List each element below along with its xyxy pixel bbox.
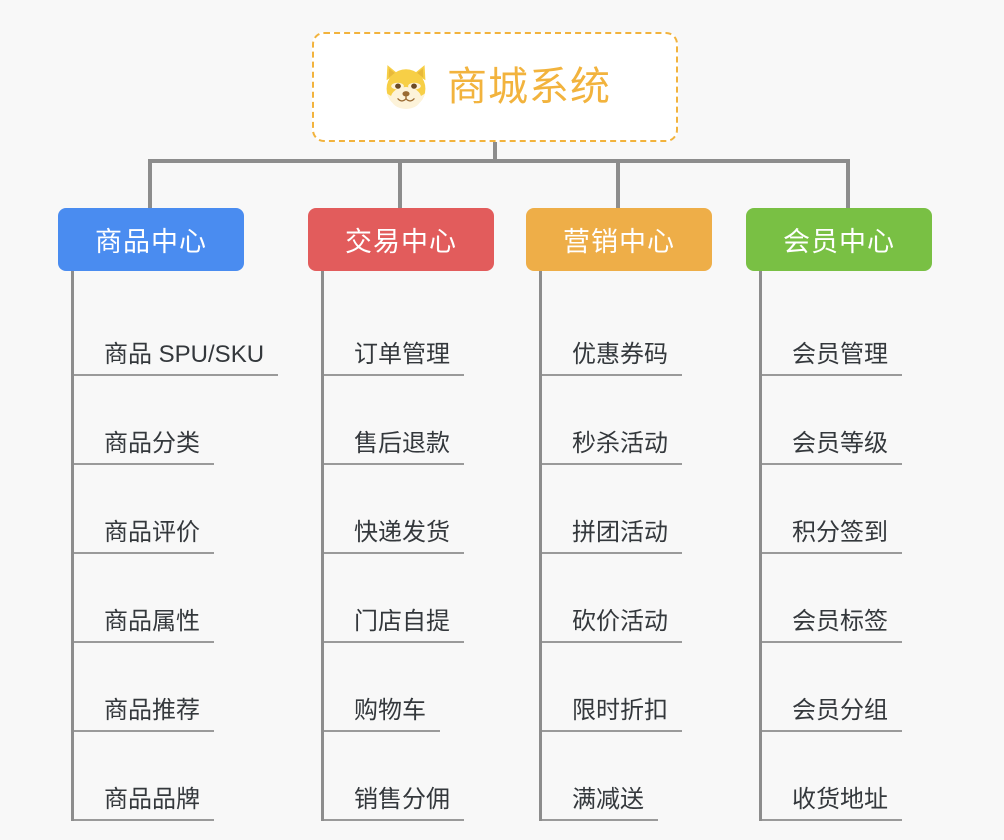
list-item[interactable]: 商品推荐 [74,643,244,732]
list-item-label: 积分签到 [762,519,902,554]
list-item-label: 会员等级 [762,430,902,465]
connector-drop-marketing-center [616,159,620,208]
connector-drop-product-center [148,159,152,208]
branch-header-member-center[interactable]: 会员中心 [746,208,932,271]
branch-header-label: 会员中心 [783,227,895,257]
list-item-label: 快递发货 [324,519,464,554]
branch-trade-center: 交易中心 订单管理 售后退款 快递发货 门店自提 购物车 销售分佣 [308,208,494,821]
list-item-label: 限时折扣 [542,697,682,732]
list-item-label: 门店自提 [324,608,464,643]
list-item-label: 商品属性 [74,608,214,643]
root-node-card[interactable]: 商城系统 [312,32,678,142]
list-item-label: 会员分组 [762,697,902,732]
list-item-label: 秒杀活动 [542,430,682,465]
list-item[interactable]: 砍价活动 [542,554,712,643]
branch-header-label: 商品中心 [95,227,207,257]
list-item-label: 销售分佣 [324,786,464,821]
list-item[interactable]: 会员等级 [762,376,932,465]
branch-header-product-center[interactable]: 商品中心 [58,208,244,271]
list-item-label: 商品推荐 [74,697,214,732]
list-item[interactable]: 商品分类 [74,376,244,465]
connector-horizontal-bus [148,159,850,163]
branch-header-label: 营销中心 [563,227,675,257]
list-item[interactable]: 快递发货 [324,465,494,554]
list-item-label: 会员管理 [762,341,902,376]
list-item[interactable]: 售后退款 [324,376,494,465]
branch-header-trade-center[interactable]: 交易中心 [308,208,494,271]
list-item[interactable]: 满减送 [542,732,712,821]
connector-drop-member-center [846,159,850,208]
list-item-label: 售后退款 [324,430,464,465]
connector-root-stem [493,142,497,163]
branch-items-product-center: 商品 SPU/SKU 商品分类 商品评价 商品属性 商品推荐 商品品牌 [71,271,279,821]
list-item[interactable]: 商品属性 [74,554,244,643]
branch-member-center: 会员中心 会员管理 会员等级 积分签到 会员标签 会员分组 收货地址 [746,208,932,821]
list-item[interactable]: 限时折扣 [542,643,712,732]
list-item-label: 拼团活动 [542,519,682,554]
list-item[interactable]: 商品 SPU/SKU [74,287,279,376]
list-item[interactable]: 会员管理 [762,287,932,376]
list-item[interactable]: 销售分佣 [324,732,494,821]
list-item-label: 商品分类 [74,430,214,465]
shiba-dog-face-icon [386,65,426,109]
branch-marketing-center: 营销中心 优惠券码 秒杀活动 拼团活动 砍价活动 限时折扣 满减送 [526,208,712,821]
list-item[interactable]: 门店自提 [324,554,494,643]
list-item-label: 商品品牌 [74,786,214,821]
list-item-label: 砍价活动 [542,608,682,643]
branch-header-label: 交易中心 [345,227,457,257]
list-item[interactable]: 收货地址 [762,732,932,821]
list-item[interactable]: 积分签到 [762,465,932,554]
list-item[interactable]: 订单管理 [324,287,494,376]
list-item-label: 订单管理 [324,341,464,376]
branch-items-trade-center: 订单管理 售后退款 快递发货 门店自提 购物车 销售分佣 [321,271,494,821]
branch-items-member-center: 会员管理 会员等级 积分签到 会员标签 会员分组 收货地址 [759,271,932,821]
list-item-label: 会员标签 [762,608,902,643]
connector-drop-trade-center [398,159,402,208]
root-node-title: 商城系统 [447,65,611,109]
list-item[interactable]: 会员标签 [762,554,932,643]
list-item[interactable]: 秒杀活动 [542,376,712,465]
list-item-label: 收货地址 [762,786,902,821]
list-item-label: 购物车 [324,697,440,732]
branch-product-center: 商品中心 商品 SPU/SKU 商品分类 商品评价 商品属性 商品推荐 商品品牌 [58,208,279,821]
list-item[interactable]: 商品品牌 [74,732,244,821]
list-item-label: 满减送 [542,786,658,821]
list-item-label: 商品 SPU/SKU [74,341,279,376]
list-item-label: 商品评价 [74,519,214,554]
branch-header-marketing-center[interactable]: 营销中心 [526,208,712,271]
list-item[interactable]: 会员分组 [762,643,932,732]
list-item-label: 优惠券码 [542,341,682,376]
list-item[interactable]: 拼团活动 [542,465,712,554]
list-item[interactable]: 购物车 [324,643,494,732]
branch-items-marketing-center: 优惠券码 秒杀活动 拼团活动 砍价活动 限时折扣 满减送 [539,271,712,821]
list-item[interactable]: 优惠券码 [542,287,712,376]
list-item[interactable]: 商品评价 [74,465,244,554]
